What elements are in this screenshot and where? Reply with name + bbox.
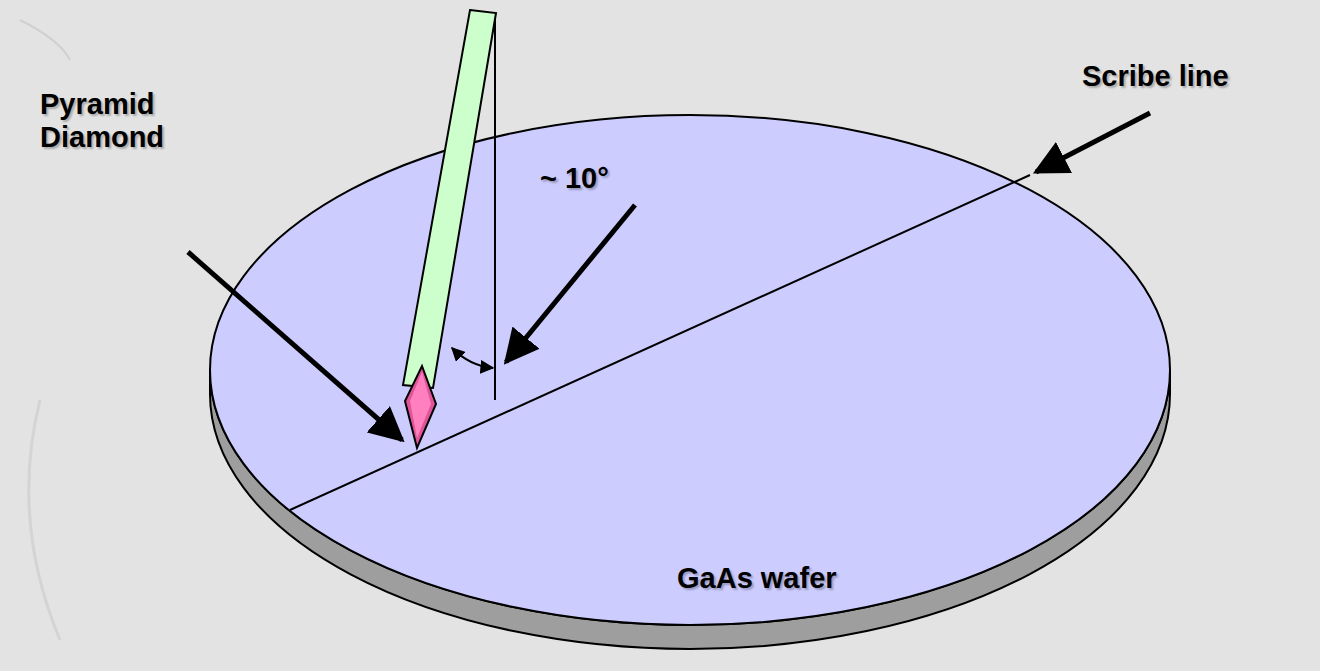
scribe-line bbox=[290, 175, 1030, 510]
angle-arc bbox=[452, 348, 493, 368]
gaas-wafer: GaAs wafer bbox=[205, 100, 1177, 660]
diamond-facet bbox=[410, 372, 431, 438]
scribe-line-label: Scribe line bbox=[1082, 60, 1229, 93]
angle-leader bbox=[506, 205, 635, 362]
diamond-leader bbox=[188, 252, 402, 440]
pyramid-diamond bbox=[405, 366, 436, 448]
vertical-reference bbox=[494, 14, 496, 400]
tool-shank bbox=[403, 10, 496, 388]
wafer-label: GaAs wafer bbox=[677, 562, 837, 595]
scribe-leader bbox=[1036, 113, 1150, 172]
diamond-label: Pyramid Diamond bbox=[40, 88, 210, 155]
